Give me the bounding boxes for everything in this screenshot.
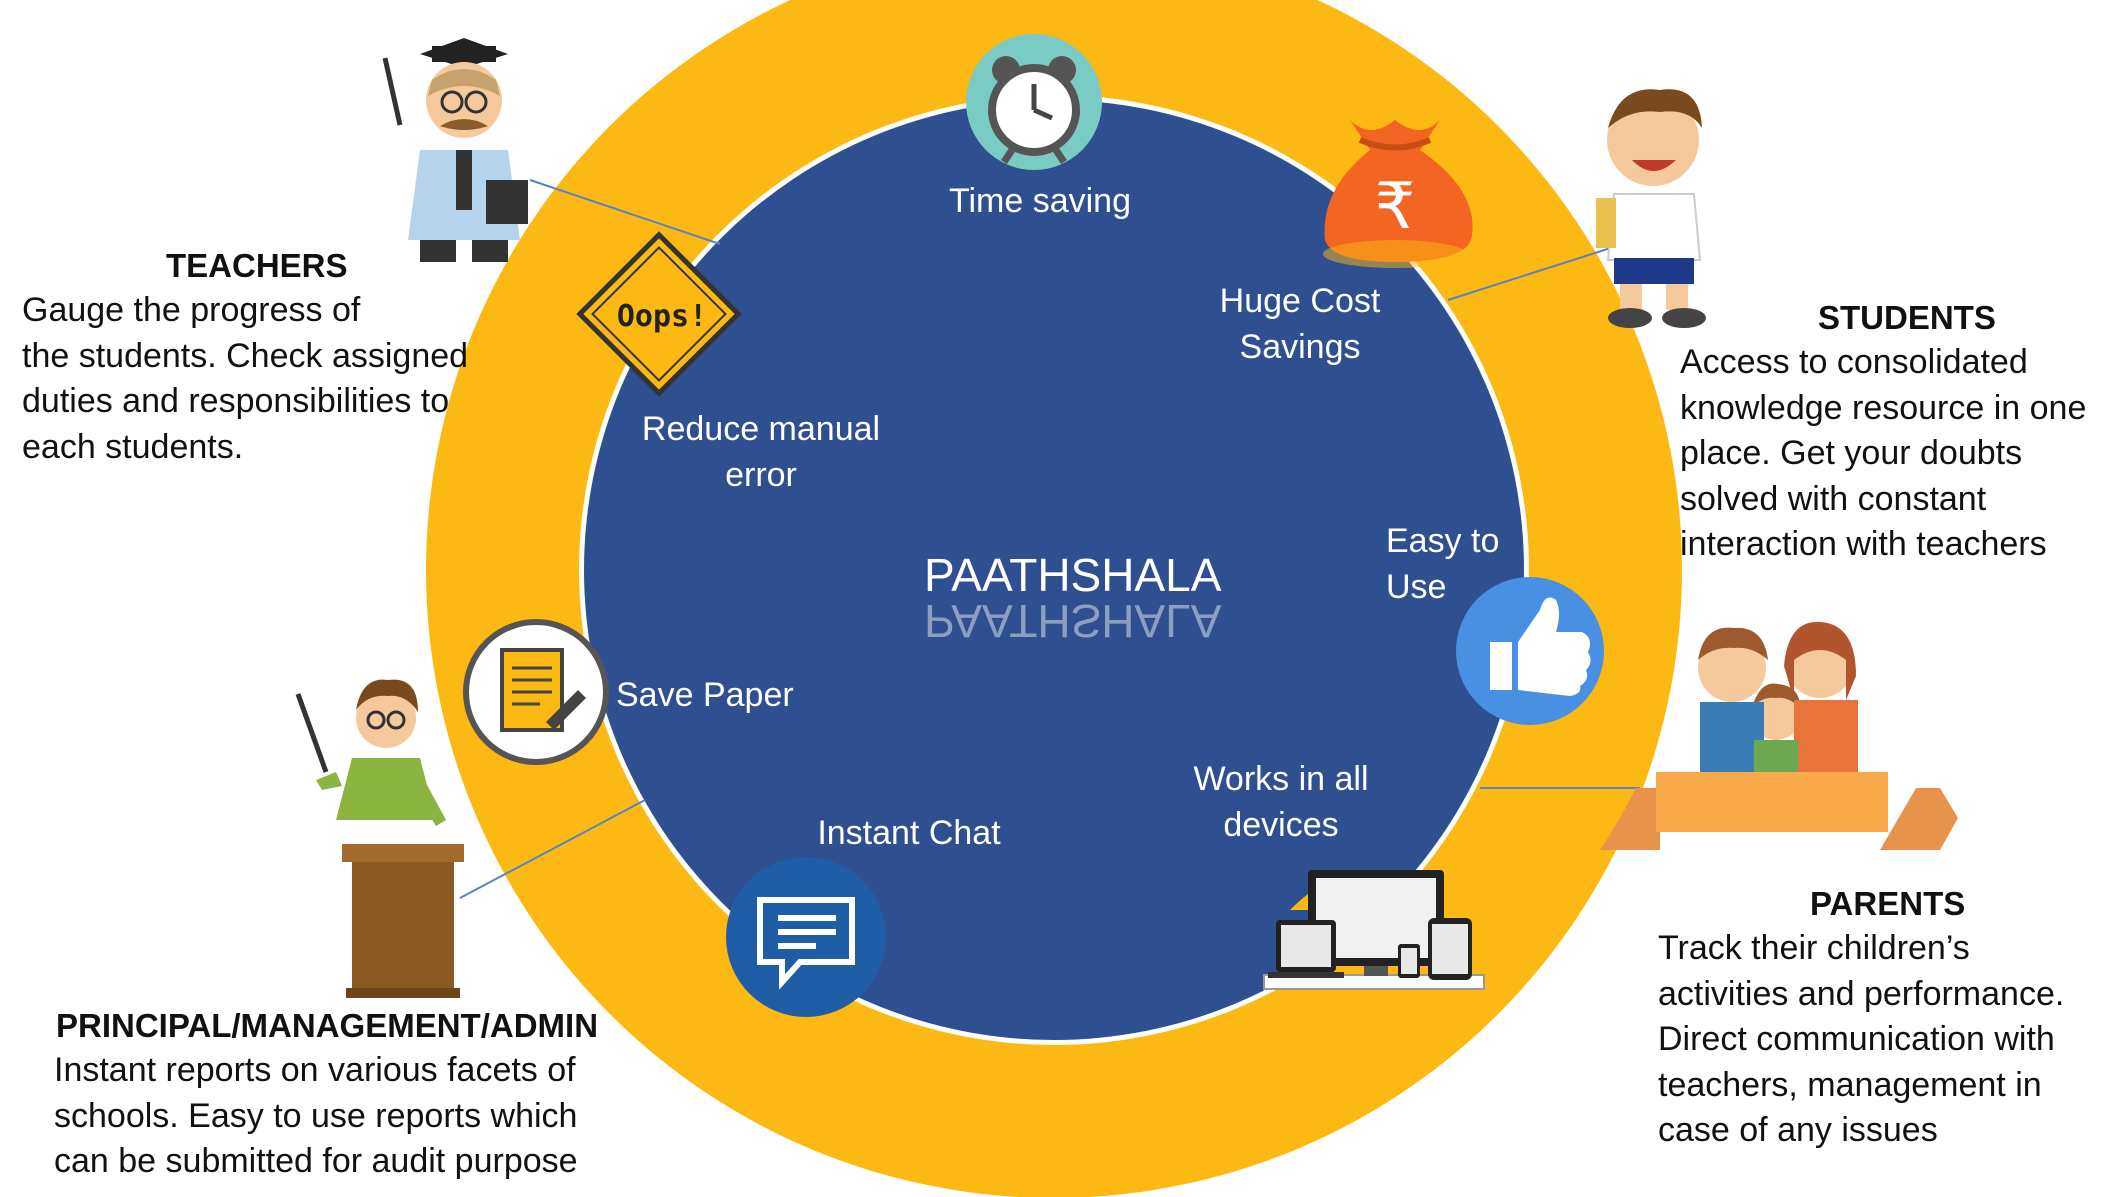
parents-description: Track their children’s activities and pe…: [1658, 929, 2065, 1149]
inner-circle: [584, 100, 1524, 1040]
principal-title: PRINCIPAL/MANAGEMENT/ADMIN: [56, 1007, 599, 1044]
feature-time-saving: Time saving: [948, 182, 1132, 220]
students-title: STUDENTS: [1818, 299, 1996, 336]
students-connector: [1447, 244, 1621, 301]
feature-cost-savings: Huge Cost Savings: [1219, 282, 1381, 366]
principal-description: Instant reports on various facets of sch…: [54, 1051, 578, 1180]
student-character-icon: [1596, 89, 1706, 328]
feature-reduce-error: Reduce manual error: [641, 410, 881, 494]
alarm-clock-icon: [966, 34, 1102, 170]
principal-character-icon: [295, 679, 464, 998]
oops-sign-icon: [576, 231, 742, 397]
teachers-description: Gauge the progress of the students. Chec…: [22, 291, 469, 466]
feature-instant-chat: Instant Chat: [817, 814, 1001, 852]
teachers-title: TEACHERS: [166, 247, 348, 284]
feature-all-devices: Works in all devices: [1193, 760, 1369, 844]
feature-save-paper: Save Paper: [616, 676, 794, 714]
document-edit-icon: [463, 619, 609, 765]
feature-easy-to-use: Easy to Use: [1386, 522, 1500, 606]
teacher-character-icon: [382, 38, 528, 262]
principal-connector: [459, 799, 646, 899]
thumbs-up-icon: [1456, 577, 1604, 725]
devices-icon: [1263, 870, 1485, 990]
money-bag-icon: [1323, 120, 1473, 268]
ribbon-banner: [1600, 772, 1958, 850]
oops-sign-text: Oops!: [617, 299, 707, 334]
family-character-icon: [1698, 621, 1858, 772]
chat-icon: [726, 857, 886, 1017]
teachers-connector: [529, 179, 721, 245]
students-description: Access to consolidated knowledge resourc…: [1680, 343, 2087, 563]
rupee-icon: ₹: [1375, 170, 1416, 244]
center-title: PAATHSHALA: [924, 549, 1222, 601]
parents-title: PARENTS: [1810, 885, 1966, 922]
center-title-reflection: PAATHSHALA: [924, 595, 1222, 647]
